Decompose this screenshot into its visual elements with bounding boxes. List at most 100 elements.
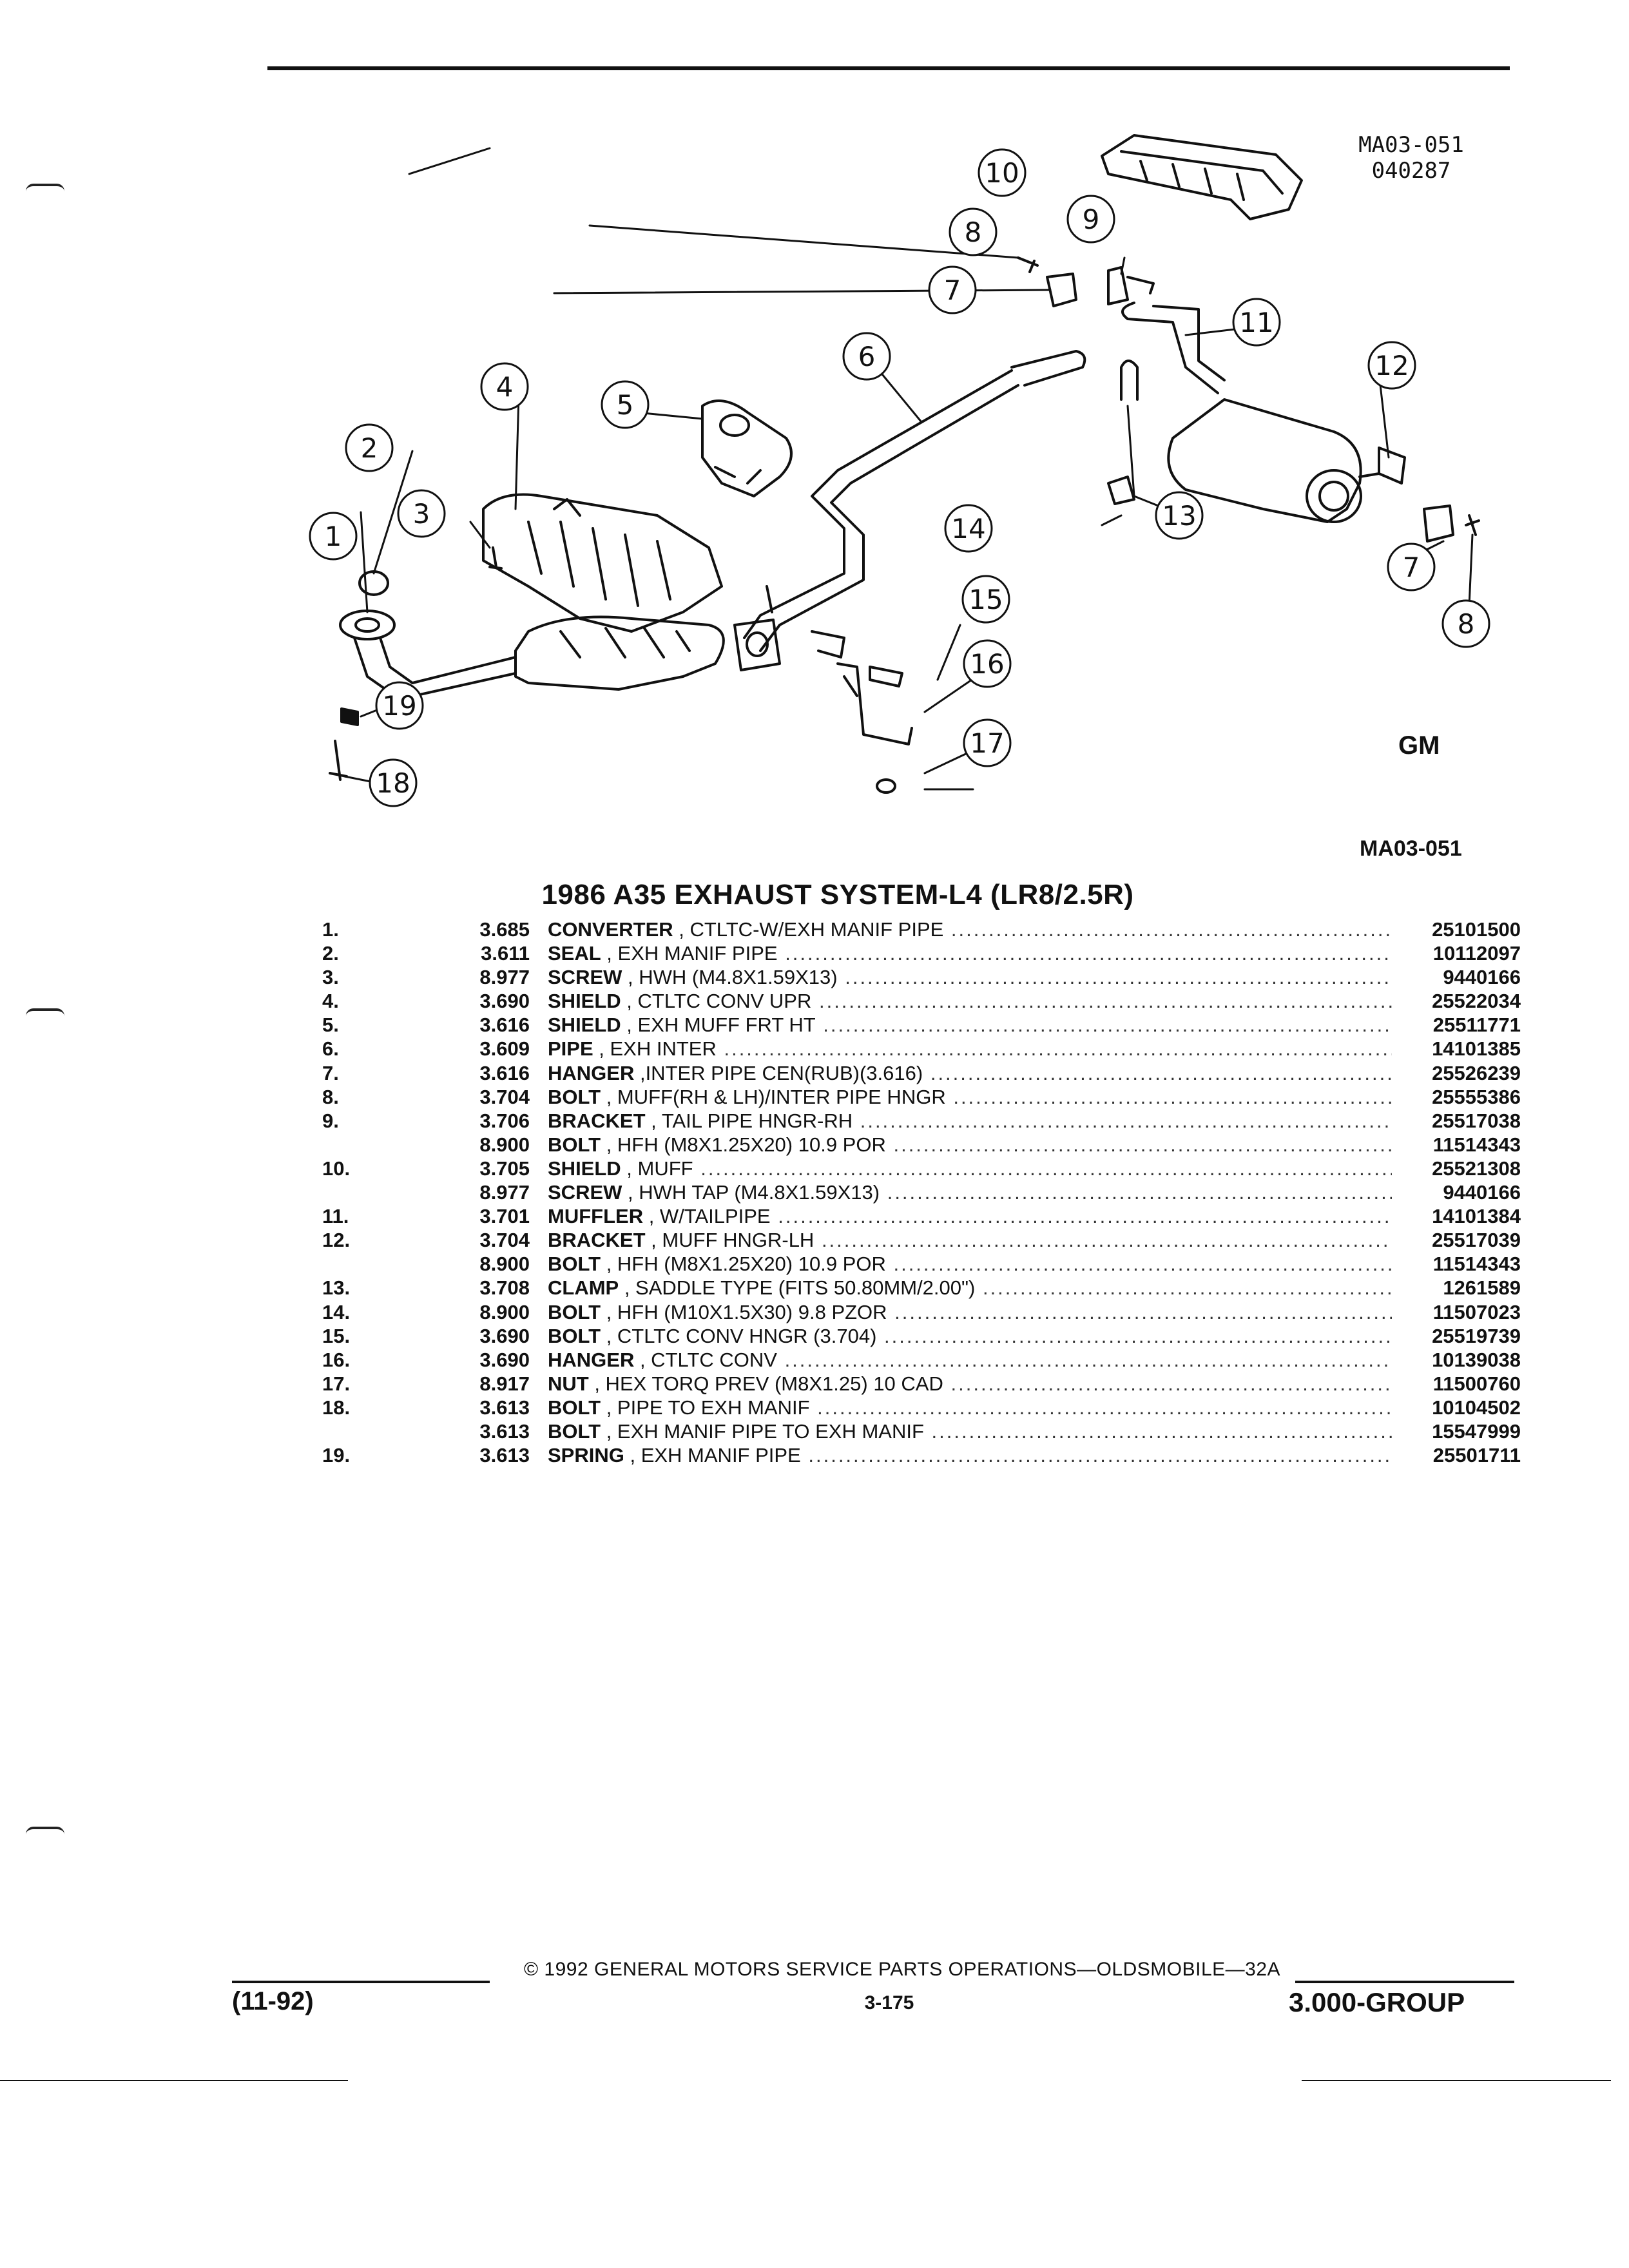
part-description: BOLT , EXH MANIF PIPE TO EXH MANIF .....… — [548, 1419, 1392, 1443]
part-name: SHIELD — [548, 1014, 621, 1037]
part-detail: , SADDLE TYPE (FITS 50.80MM/2.00") — [619, 1276, 976, 1300]
group-number: 3.616 — [479, 1061, 530, 1084]
leader-dots: ........................................… — [893, 1133, 1392, 1156]
part-name: BRACKET — [548, 1229, 646, 1252]
callout-11: 11 — [1232, 298, 1281, 347]
part-name: SHIELD — [548, 1157, 621, 1180]
part-name: SPRING — [548, 1444, 624, 1467]
part-description: BRACKET , MUFF HNGR-LH .................… — [548, 1228, 1392, 1252]
part-number: 9440166 — [1443, 1181, 1521, 1204]
group-number: 3.690 — [479, 1324, 530, 1347]
leader-dots: ........................................… — [982, 1276, 1392, 1300]
leader-dots: ........................................… — [818, 990, 1392, 1013]
part-description: PIPE , EXH INTER .......................… — [548, 1037, 1392, 1061]
leader-dots: ........................................… — [894, 1300, 1392, 1323]
group-number: 3.701 — [479, 1205, 530, 1228]
group-number: 8.900 — [479, 1253, 530, 1276]
part-detail: , EXH MUFF FRT HT — [621, 1014, 816, 1037]
part-number: 25522034 — [1432, 990, 1521, 1013]
part-description: BOLT , HFH (M8X1.25X20) 10.9 POR .......… — [548, 1252, 1392, 1276]
part-detail: , HFH (M8X1.25X20) 10.9 POR — [601, 1253, 886, 1276]
part-detail: , HWH (M4.8X1.59X13) — [622, 966, 838, 989]
callout-14: 14 — [944, 504, 993, 553]
part-number: 14101385 — [1432, 1037, 1521, 1061]
hanger-part — [1046, 273, 1077, 307]
item-number: 16. — [322, 1348, 351, 1371]
bolt-part — [766, 585, 773, 613]
part-number: 9440166 — [1443, 966, 1521, 989]
part-detail: , EXH MANIF PIPE — [624, 1444, 801, 1467]
part-name: PIPE — [548, 1037, 593, 1061]
exhaust-diagram: 10 9 8 7 11 12 6 5 4 2 3 1 13 14 7 8 15 … — [309, 134, 1490, 807]
gm-logo: GM — [1398, 731, 1440, 760]
group-number: 3.708 — [479, 1276, 530, 1300]
part-number: 11514343 — [1432, 1133, 1521, 1156]
muffler-part — [1121, 302, 1362, 523]
seal-part — [358, 570, 389, 596]
svg-text:19: 19 — [382, 690, 416, 722]
item-number: 8. — [322, 1085, 339, 1108]
part-description: SPRING , EXH MANIF PIPE ................… — [548, 1443, 1392, 1467]
part-name: BOLT — [548, 1419, 601, 1443]
item-number: 19. — [322, 1444, 351, 1467]
callout-2: 2 — [345, 423, 394, 472]
svg-text:10: 10 — [985, 157, 1019, 189]
svg-text:7: 7 — [1403, 552, 1420, 583]
part-number: 10104502 — [1432, 1396, 1521, 1419]
part-detail: , CTLTC-W/EXH MANIF PIPE — [673, 918, 944, 941]
part-name: BOLT — [548, 1085, 601, 1108]
group-number: 3.613 — [479, 1444, 530, 1467]
leader-dots: ........................................… — [821, 1229, 1392, 1252]
part-number: 25526239 — [1432, 1061, 1521, 1084]
leader-dots: ........................................… — [778, 1205, 1392, 1228]
leader-dots: ........................................… — [860, 1109, 1392, 1132]
callout-1: 1 — [309, 512, 358, 561]
svg-text:18: 18 — [376, 767, 410, 799]
part-number: 15547999 — [1432, 1419, 1521, 1443]
part-number: 11500760 — [1432, 1372, 1521, 1395]
intermediate-pipe-part — [733, 350, 1086, 671]
callout-9: 9 — [1066, 195, 1115, 244]
leader-dots: ........................................… — [953, 1085, 1392, 1108]
diagram-code: MA03-051 040287 — [1327, 132, 1495, 184]
svg-text:13: 13 — [1162, 500, 1196, 532]
item-number: 6. — [322, 1037, 339, 1061]
diagram-code-line: 040287 — [1371, 158, 1451, 184]
part-number: 25101500 — [1432, 918, 1521, 941]
item-number: 3. — [322, 966, 339, 989]
svg-text:14: 14 — [951, 513, 985, 544]
svg-text:15: 15 — [969, 584, 1003, 615]
part-detail: , EXH INTER — [593, 1037, 717, 1061]
part-description: BRACKET , TAIL PIPE HNGR-RH ............… — [548, 1109, 1392, 1133]
item-number: 1. — [322, 918, 339, 941]
part-detail: , HWH TAP (M4.8X1.59X13) — [622, 1181, 880, 1204]
callout-18: 18 — [369, 758, 418, 807]
part-description: NUT , HEX TORQ PREV (M8X1.25) 10 CAD ...… — [548, 1372, 1392, 1396]
callout-8b: 8 — [1441, 599, 1490, 648]
table-row: 8.900 BOLT , HFH (M8X1.25X20) 10.9 POR ..… — [322, 1252, 1521, 1276]
part-description: SHIELD , CTLTC CONV UPR ................… — [548, 989, 1392, 1013]
part-description: HANGER , CTLTC CONV ....................… — [548, 1348, 1392, 1372]
part-detail: , MUFF — [621, 1157, 693, 1180]
group-number: 3.609 — [479, 1037, 530, 1061]
callout-4: 4 — [480, 362, 529, 411]
leader-dots: ........................................… — [893, 1253, 1392, 1276]
exhaust-muffler-shield-part — [701, 399, 793, 497]
leader-dots: ........................................… — [950, 1372, 1392, 1395]
svg-text:1: 1 — [325, 521, 342, 552]
top-rule — [267, 66, 1510, 70]
part-name: HANGER — [548, 1348, 635, 1371]
part-description: BOLT , HFH (M8X1.25X20) 10.9 POR .......… — [548, 1133, 1392, 1157]
part-name: BOLT — [548, 1324, 601, 1347]
part-detail: , EXH MANIF PIPE — [601, 942, 778, 965]
